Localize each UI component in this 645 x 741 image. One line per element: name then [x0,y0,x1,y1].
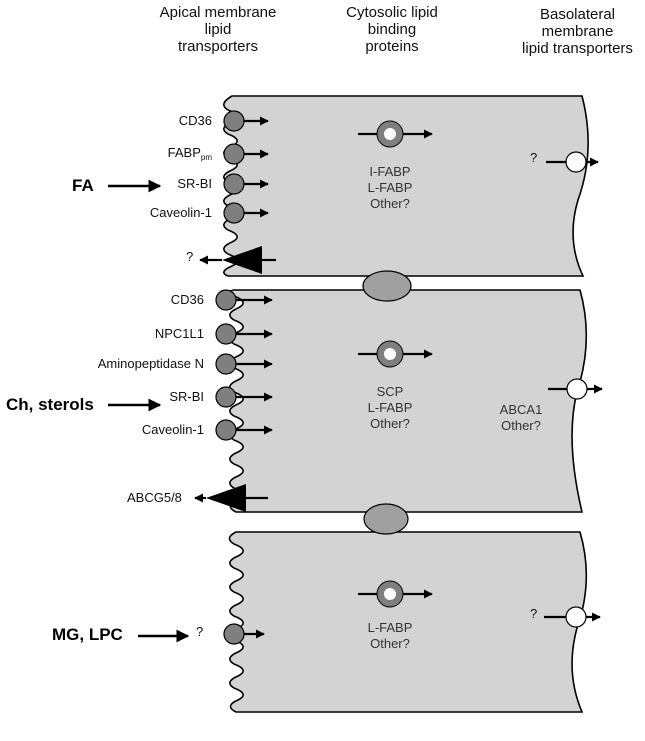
label-apical-3: ? [196,624,204,639]
label-sr-bi-1: SR-BI [177,176,212,191]
apical-transporters-cell-1 [199,110,276,274]
cytosolic-binding-protein-cell-3 [358,580,433,608]
label-caveolin-1-1: Caveolin-1 [149,205,212,220]
cytosolic-binding-protein-cell-2 [358,340,433,368]
substrate-ch-sterols: Ch, sterols [6,395,94,414]
label-fabp-pm: FABPpm [167,145,212,162]
enterocyte-cell-1 [223,95,589,277]
apical-transporters-cell-3 [223,623,265,645]
label-aminopeptidase-n: Aminopeptidase N [97,356,204,371]
apical-transporters-cell-2 [194,289,273,512]
label-cd36-2: CD36 [170,292,204,307]
label-basolateral-1: ? [530,150,538,165]
basolateral-transporter-cell-3 [544,606,601,628]
cytosolic-binding-protein-cell-1 [358,120,433,148]
tight-junction-1 [362,270,412,302]
basolateral-transporter-cell-2 [548,378,603,400]
tight-junction-2 [363,503,409,535]
label-caveolin-1-2: Caveolin-1 [141,422,204,437]
label-basolateral-3: ? [530,606,538,621]
substrate-fa: FA [72,176,94,195]
label-abcg5-8: ABCG5/8 [127,490,182,505]
label-npc1l1: NPC1L1 [154,326,204,341]
substrate-mg-lpc: MG, LPC [52,625,123,644]
label-cd36-1: CD36 [178,113,212,128]
label-sr-bi-2: SR-BI [169,389,204,404]
basolateral-transporter-cell-1 [546,151,599,173]
label-efflux-1: ? [186,249,194,264]
